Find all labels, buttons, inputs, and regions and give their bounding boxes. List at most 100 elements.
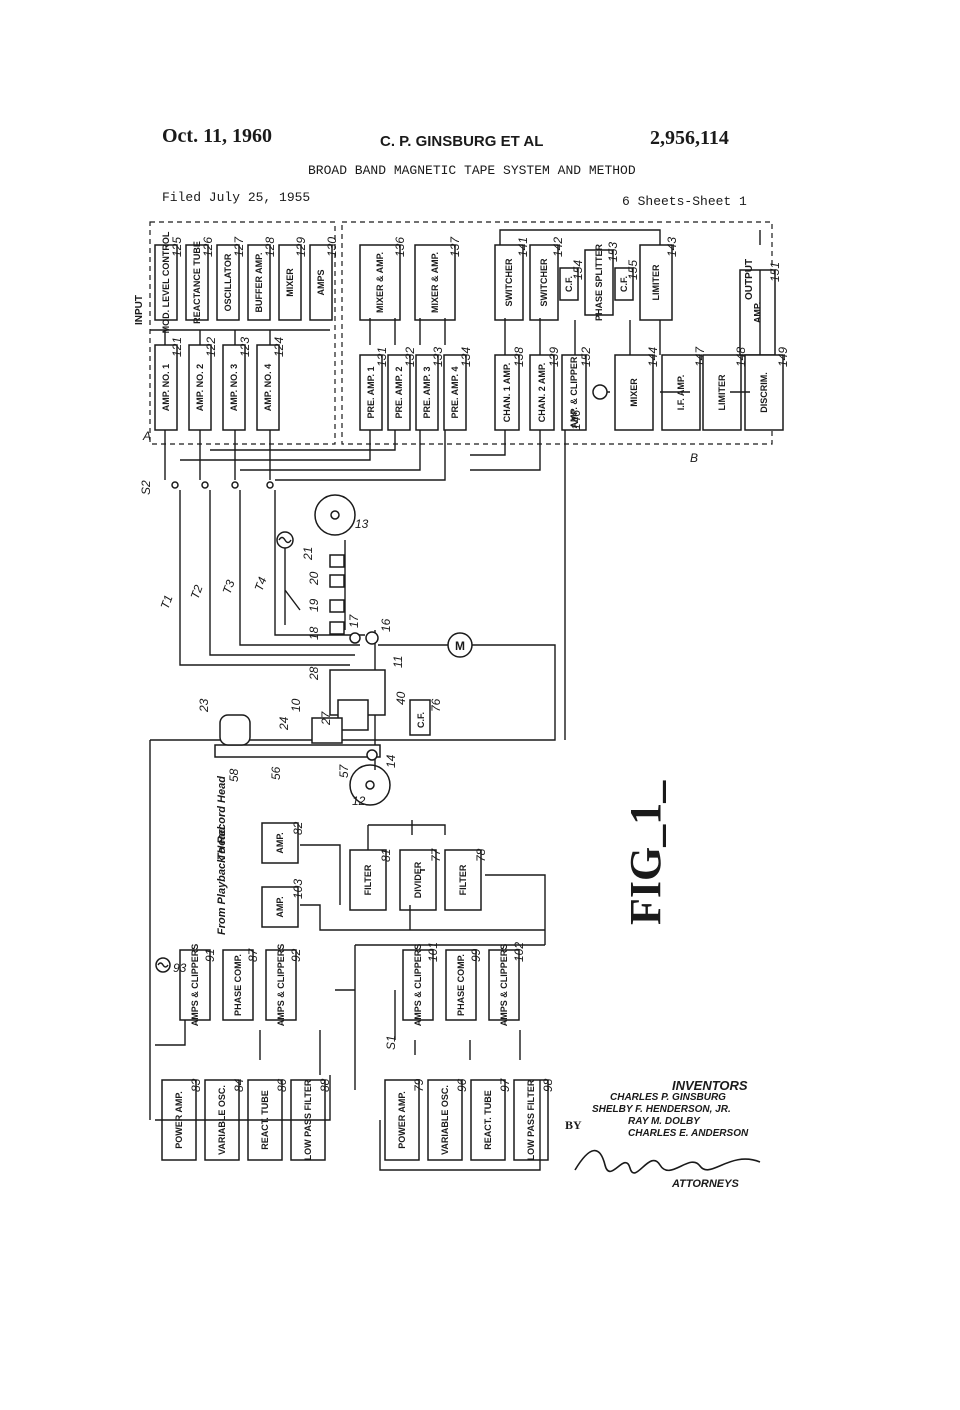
amp-151-label: AMP. [753, 302, 763, 323]
filter-78-label: FILTER [458, 864, 468, 895]
cf-154-label: C.F. [564, 276, 574, 292]
head-11: 11 [391, 656, 405, 668]
amp-124-ref: 124 [272, 337, 286, 357]
filter-81-box [349, 849, 387, 911]
mod-125-ref: 125 [170, 237, 184, 257]
bottom-right-96-label: VARIABLE OSC. [440, 1085, 450, 1155]
preamp-133-ref: 133 [431, 347, 445, 367]
drum-40: 40 [394, 691, 408, 705]
amp-82-label: AMP. [275, 832, 285, 853]
preamp-134-label: PRE. AMP. 4 [450, 366, 460, 418]
reel-12-ref: 12 [352, 794, 366, 808]
drum-58: 58 [227, 768, 241, 782]
inventor-2: SHELBY F. HENDERSON, JR. [592, 1104, 731, 1115]
mod-129-ref: 129 [294, 237, 308, 257]
head-17: 17 [347, 613, 361, 628]
phase-splitter-153-label: PHASE SPLITTER [594, 243, 604, 321]
mod-128-label: BUFFER AMP. [254, 252, 264, 312]
head-19: 19 [307, 598, 321, 612]
mixer-136-box [359, 244, 401, 321]
chan-138-label: CHAN. 1 AMP. [502, 363, 512, 423]
bottom-right-97-ref: 97 [498, 1077, 512, 1092]
preamp-131-label: PRE. AMP. 1 [366, 366, 376, 418]
mod-130-box [309, 244, 333, 321]
from-playback-head: From Playback Head [216, 827, 228, 935]
bottom-right-97-box [470, 1079, 506, 1161]
phase-splitter-153-box [584, 249, 614, 316]
head-16: 16 [379, 618, 393, 632]
amp-151-box [739, 269, 776, 356]
lead-t3: T3 [220, 578, 238, 596]
amp-82-box [261, 822, 299, 864]
drum-23: 23 [197, 698, 211, 713]
mixer-144-ref: 144 [646, 347, 660, 367]
servo-left-92-ref: 92 [289, 948, 303, 962]
preamp-132-box [387, 354, 411, 431]
switcher-141-box [494, 244, 524, 321]
lead-t2: T2 [188, 583, 206, 601]
servo-left-91-ref: 91 [203, 949, 217, 962]
mod-126-ref: 126 [201, 237, 215, 257]
mod-129-box [278, 244, 302, 321]
drum-57: 57 [337, 763, 351, 778]
mod-126-label: REACTANCE TUBE [192, 241, 202, 324]
bottom-left-86-ref: 86 [275, 1078, 289, 1092]
output-label: OUTPUT [744, 259, 755, 300]
cf-154-box [559, 267, 579, 301]
amp-121-ref: 121 [170, 337, 184, 357]
input-label: INPUT [134, 295, 145, 325]
attorneys-label: ATTORNEYS [672, 1178, 739, 1190]
mod-126-box [185, 244, 209, 321]
amp-121-label: AMP. NO. 1 [161, 364, 171, 411]
mod-125-label: MOD. LEVEL CONTROL [161, 231, 171, 333]
servo-right-102-label: AMPS & CLIPPERS [499, 944, 509, 1027]
divider-77-box [399, 849, 437, 911]
sheet-count: 6 Sheets-Sheet 1 [622, 194, 747, 209]
motor-label: M [455, 639, 465, 653]
mixer-136-label: MIXER & AMP. [375, 252, 385, 313]
discrim-149-box [744, 354, 784, 431]
limiter-143-box [639, 244, 673, 321]
preamp-131-ref: 131 [375, 347, 389, 367]
divider-77-label: DIVIDER [413, 861, 423, 898]
amp-clipper-152-ref: 152 [579, 347, 593, 367]
discrim-149-label: DISCRIM. [759, 372, 769, 413]
servo-right-99-box [445, 949, 477, 1021]
patent-title: BROAD BAND MAGNETIC TAPE SYSTEM AND METH… [308, 163, 636, 178]
cf-76-block [409, 699, 431, 736]
switcher-142-box [529, 244, 559, 321]
servo-left-92-label: AMPS & CLIPPERS [276, 944, 286, 1027]
servo-left-92-box [265, 949, 297, 1021]
inventor-1: CHARLES P. GINSBURG [610, 1092, 726, 1103]
servo-right-99-label: PHASE COMP. [456, 954, 466, 1016]
head-21: 21 [301, 547, 315, 561]
mod-128-ref: 128 [263, 237, 277, 257]
preamp-131-box [359, 354, 383, 431]
lead-t1: T1 [158, 593, 176, 611]
bottom-right-98-box [513, 1079, 549, 1161]
amp-123-label: AMP. NO. 3 [229, 364, 239, 411]
switch-s2 [171, 481, 274, 489]
bottom-right-97-label: REACT. TUBE [483, 1090, 493, 1150]
servo-right-102-ref: 102 [512, 942, 526, 962]
ref-b: B [690, 451, 698, 465]
inventor-short: C. P. GINSBURG ET AL [380, 133, 544, 150]
figure-label: FIG_1_ [621, 780, 670, 925]
mod-130-label: AMPS [316, 269, 326, 295]
bottom-right-79-label: POWER AMP. [397, 1091, 407, 1149]
drum-27: 27 [319, 710, 333, 726]
drum-28: 28 [307, 666, 321, 681]
preamp-133-box [415, 354, 439, 431]
bottom-left-83-ref: 83 [189, 1078, 203, 1092]
filed-date: Filed July 25, 1955 [162, 190, 311, 205]
bottom-right-96-ref: 96 [455, 1078, 469, 1092]
filter-78-box [444, 849, 482, 911]
amp-123-box [222, 344, 246, 431]
